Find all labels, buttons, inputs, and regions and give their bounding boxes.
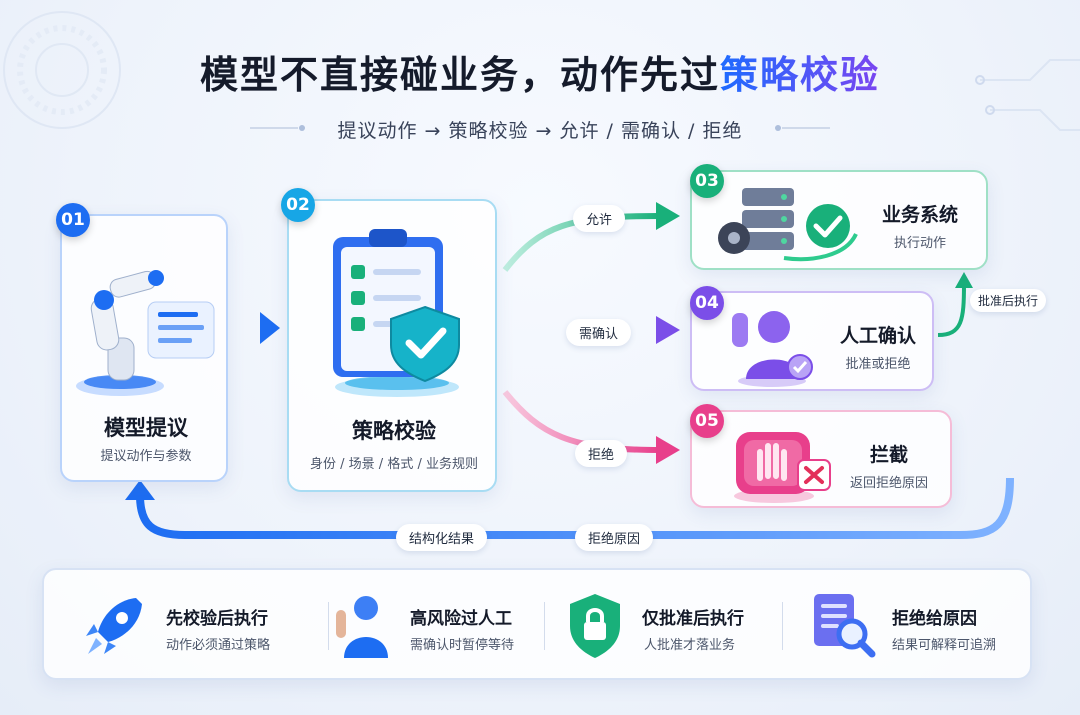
person-stop-hand-icon [732,311,813,387]
step-title: 拦截 [869,444,908,466]
feature-subtitle: 结果可解释可追溯 [892,638,997,653]
step-badge: 04 [690,286,724,320]
label-structured-result: 结构化结果 [396,524,488,551]
document-search-icon [814,594,876,658]
label-reject: 拒绝 [575,440,628,467]
feature-title: 仅批准后执行 [642,609,744,629]
step-card-block: 拦截 返回拒绝原因 [690,410,952,508]
title-main: 模型不直接碰业务，动作先过 [199,53,720,97]
feature-title: 先校验后执行 [166,609,268,629]
feature-title: 拒绝给原因 [892,609,977,629]
label-approve-execute: 批准后执行 [970,289,1047,312]
arrow-approve-execute [937,283,966,337]
step-subtitle: 返回拒绝原因 [849,476,928,491]
page-subtitle: 提议动作 → 策略校验 → 允许 / 需确认 / 拒绝 [337,120,743,142]
step-subtitle: 执行动作 [893,236,946,251]
arrow-return-loop [136,477,1014,539]
robot-arm-icon [76,270,215,396]
step-subtitle: 身份 / 场景 / 格式 / 业务规则 [310,457,478,472]
shield-lock-icon [570,594,620,658]
feature-title: 高风险过人工 [410,609,512,629]
step-subtitle: 批准或拒绝 [845,357,911,372]
feature-bar: 先校验后执行 动作必须通过策略 高风险过人工 需确认时暂停等待 仅批准后执行 人… [42,568,1032,680]
feature-subtitle: 需确认时暂停等待 [410,638,515,653]
feature-divider [782,602,783,650]
subtitle-decor-lines [250,125,830,131]
feature-subtitle: 动作必须通过策略 [166,638,271,653]
title-highlight: 策略校验 [720,53,881,97]
decor-radar-graphic [3,11,121,129]
step-badge: 05 [690,404,724,438]
step-badge: 03 [690,164,724,198]
step-title: 策略校验 [352,419,436,443]
stop-hand-reject-icon [734,432,831,503]
step-subtitle: 提议动作与参数 [100,449,192,464]
feature-divider [328,602,329,650]
label-reject-reason: 拒绝原因 [575,524,654,551]
decor-circuit-lines [975,59,1080,131]
arrow-reject [502,390,661,453]
clipboard-shield-icon [333,229,460,397]
step-card-policy-check: 策略校验 身份 / 场景 / 格式 / 业务规则 [287,199,497,492]
person-raise-hand-icon [336,596,388,658]
arrow-allow [502,213,661,272]
step-card-human-confirm: 人工确认 批准或拒绝 [690,291,934,391]
feature-divider [544,602,545,650]
feature-subtitle: 人批准才落业务 [644,638,736,653]
page-title: 模型不直接碰业务，动作先过策略校验 [0,44,1080,99]
label-confirm: 需确认 [566,319,632,346]
step-title: 模型提议 [104,416,188,440]
label-allow: 允许 [573,205,626,232]
step-title: 人工确认 [839,325,916,347]
step-card-business-system: 业务系统 执行动作 [690,170,988,270]
step-title: 业务系统 [881,204,958,226]
server-gear-check-icon [718,188,858,262]
step-badge: 01 [56,203,90,237]
step-badge: 02 [281,188,315,222]
rocket-icon [86,598,142,654]
step-card-model-propose: 模型提议 提议动作与参数 [60,214,228,482]
